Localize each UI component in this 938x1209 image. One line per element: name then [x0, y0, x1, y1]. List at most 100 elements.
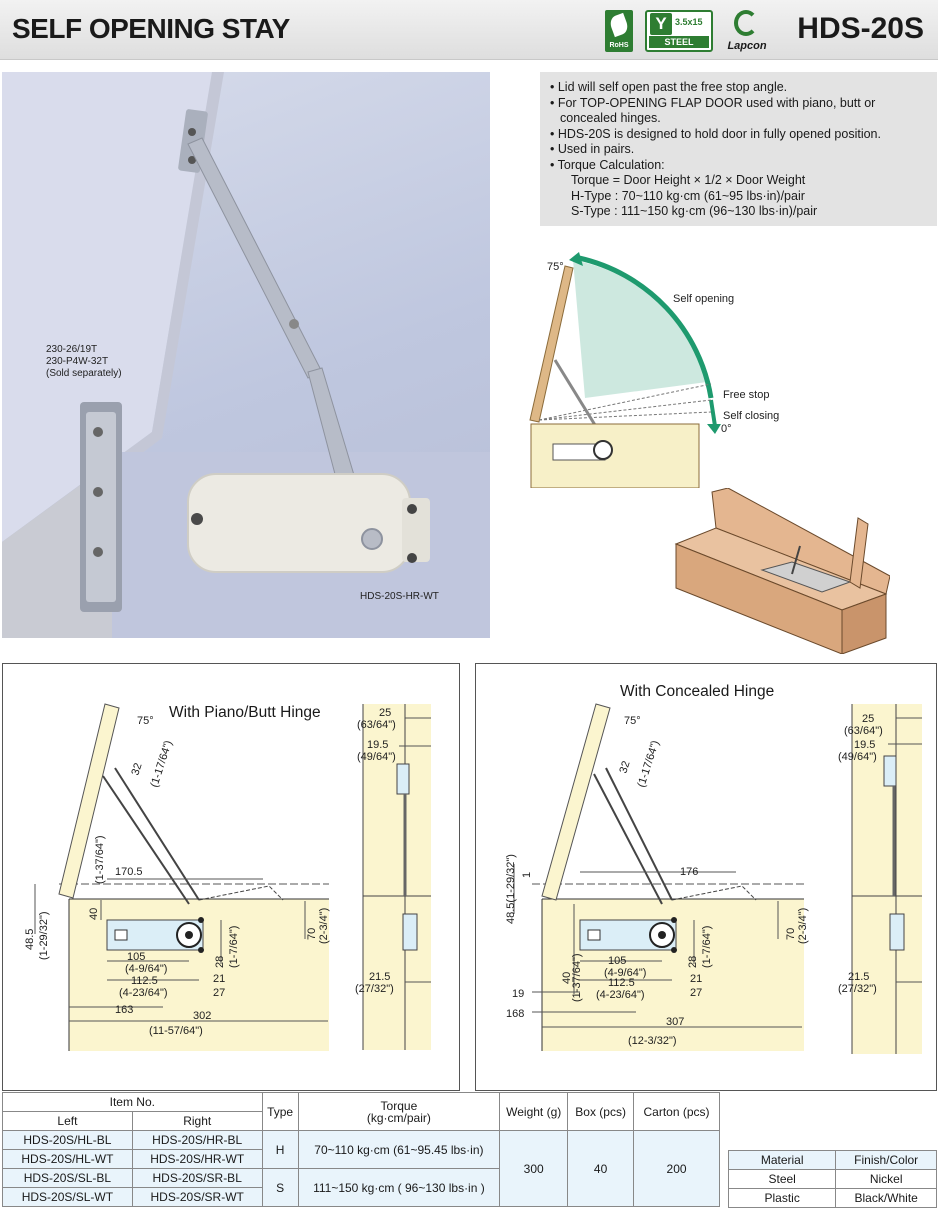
self-closing-label: Self closing	[723, 410, 779, 422]
table-row: HDS-20S/SL-BL HDS-20S/SR-BL S 111~150 kg…	[2, 1168, 720, 1207]
concealed-dim-48: 48.5(1-29/32")	[505, 854, 517, 924]
piano-hinge-drawing: 75° 32 (1-17/64") (1-37/64") 170.5 48.5 …	[24, 703, 431, 1051]
feature-item: concealed hinges.	[560, 111, 661, 125]
product-photo: 230-26/19T 230-P4W-32T (Sold separately)…	[2, 72, 490, 638]
concealed-dim-70: 70	[785, 928, 797, 940]
spec-cell-box: 40	[567, 1130, 635, 1207]
piano-dim-28-in: (1-7/64")	[228, 926, 240, 968]
concealed-dim-70-in: (2-3/4")	[797, 908, 809, 944]
concealed-dim-32: 32	[617, 760, 632, 775]
spec-cell-left: HDS-20S/SL-WT	[2, 1187, 133, 1207]
concealed-dim-105-in: (4-9/64")	[604, 967, 646, 979]
piano-dim-70-in: (2-3/4")	[318, 908, 330, 944]
finish-header: Finish/Color	[835, 1150, 937, 1170]
angle-top-label: 75°	[547, 261, 564, 273]
piano-dim-28: 28	[214, 956, 226, 968]
piano-dim-25: 25	[379, 707, 391, 719]
piano-dim-302: 302	[193, 1010, 211, 1022]
piano-dim-19-in: (49/64")	[357, 751, 396, 763]
concealed-hinge-drawing: 75° 32 (1-17/64") 1 48.5(1-29/32") 176 4…	[505, 703, 922, 1054]
piano-dim-163: 163	[115, 1004, 133, 1016]
concealed-dim-19: 19	[512, 988, 524, 1000]
finish-cell: Black/White	[835, 1188, 937, 1208]
leaf-icon	[608, 12, 630, 38]
piano-dim-170: 170.5	[115, 866, 143, 878]
spec-cell-torque: 70~110 kg·cm (61~95.45 lbs·in)	[297, 1130, 501, 1169]
material-table: Material Finish/Color Steel Nickel Plast…	[727, 1150, 937, 1208]
piano-panel-title: With Piano/Butt Hinge	[165, 702, 325, 724]
spec-header-item-no: Item No.	[2, 1092, 263, 1112]
piano-dim-70: 70	[306, 928, 318, 940]
piano-dim-27: 27	[213, 987, 225, 999]
table-row: HDS-20S/SL-WT HDS-20S/SR-WT	[2, 1187, 720, 1207]
piano-dim-40: 40	[88, 908, 100, 920]
concealed-dim-27: 27	[690, 987, 702, 999]
motion-diagram: 75° Self opening Free stop Self closing …	[529, 252, 779, 488]
spec-header-type: Type	[261, 1092, 299, 1131]
spec-header-weight: Weight (g)	[499, 1092, 569, 1131]
concealed-dim-28: 28	[687, 956, 699, 968]
piano-dim-21: 21	[213, 973, 225, 985]
spec-cell-type: H	[261, 1130, 299, 1169]
steel-logo-text: STEEL	[649, 36, 709, 48]
table-row: Plastic Black/White	[727, 1188, 937, 1208]
concealed-dim-112: 112.5	[608, 977, 635, 989]
table-row: HDS-20S/HL-WT HDS-20S/HR-WT	[2, 1149, 720, 1169]
material-cell: Plastic	[727, 1188, 837, 1208]
model-number: HDS-20S	[797, 12, 924, 45]
concealed-dim-168: 168	[506, 1008, 524, 1020]
feature-item: H-Type : 70~110 kg·cm (61~95 lbs·in)/pai…	[571, 188, 805, 203]
piano-dim-32-in: (1-17/64")	[148, 739, 174, 789]
piano-dim-302-in: (11-57/64")	[149, 1025, 203, 1037]
concealed-dim-32-in: (1-17/64")	[635, 739, 661, 789]
spec-cell-carton: 200	[633, 1130, 720, 1207]
piano-dim-32: 32	[129, 762, 144, 777]
piano-hinge-panel: 75° 32 (1-17/64") (1-37/64") 170.5 48.5 …	[2, 663, 460, 1091]
rohs-logo-text: RoHS	[609, 42, 629, 49]
concealed-dim-28-in: (1-7/64")	[701, 926, 713, 968]
concealed-dim-25: 25	[862, 713, 874, 725]
product-label: HDS-20S-HR-WT	[360, 591, 439, 602]
angle-bottom-label: 0°	[721, 423, 732, 435]
spec-cell-right: HDS-20S/HR-WT	[131, 1149, 263, 1169]
piano-dim-19: 19.5	[367, 739, 388, 751]
hinge-label: 230-26/19T 230-P4W-32T (Sold separately)	[46, 344, 122, 380]
piano-dim-25-in: (63/64")	[357, 719, 396, 731]
spec-cell-left: HDS-20S/HL-BL	[2, 1130, 133, 1150]
spec-table: Item No. Type Torque(kg·cm/pair) Weight …	[2, 1092, 720, 1207]
feature-item: • Used in pairs.	[550, 142, 635, 156]
spec-cell-weight: 300	[499, 1130, 569, 1207]
page-title: SELF OPENING STAY	[12, 13, 290, 44]
piano-dim-1-37: (1-37/64")	[94, 835, 106, 884]
concealed-dim-307-in: (12-3/32")	[628, 1035, 677, 1047]
lapcon-logo: Lapcon	[722, 10, 772, 52]
spec-header-box: Box (pcs)	[567, 1092, 635, 1131]
feature-item: • HDS-20S is designed to hold door in fu…	[550, 126, 881, 141]
steel-logo: Y 3.5x15 STEEL	[645, 10, 713, 52]
spec-cell-left: HDS-20S/HL-WT	[2, 1149, 133, 1169]
spec-header-left: Left	[2, 1111, 133, 1131]
spec-cell-type: S	[261, 1168, 299, 1207]
material-cell: Steel	[727, 1169, 837, 1189]
hinge-label-line: 230-P4W-32T	[46, 356, 109, 367]
concealed-dim-angle: 75°	[624, 715, 641, 727]
product-photo-illustration	[2, 72, 490, 638]
spec-header-torque-unit: (kg·cm/pair)	[366, 1110, 431, 1125]
concealed-dim-105: 105	[608, 955, 626, 967]
concealed-dim-21s: 21.5	[848, 971, 869, 983]
lapcon-mark-icon	[734, 10, 758, 36]
hinge-label-line: 230-26/19T	[46, 344, 98, 355]
piano-dim-48-in: (1-29/32")	[38, 911, 50, 960]
concealed-dim-21s-in: (27/32")	[838, 983, 877, 995]
feature-item: Torque = Door Height × 1/2 × Door Weight	[571, 173, 806, 187]
feature-list: • Lid will self open past the free stop …	[540, 72, 937, 226]
piano-dim-21s: 21.5	[369, 971, 390, 983]
self-opening-label: Self opening	[673, 293, 734, 305]
bench-illustration	[674, 488, 890, 654]
concealed-dim-40-in: (1-37/64")	[571, 953, 583, 1002]
finish-cell: Nickel	[835, 1169, 937, 1189]
spec-cell-right: HDS-20S/SR-BL	[131, 1168, 263, 1188]
free-stop-label: Free stop	[723, 389, 769, 401]
piano-dim-112-in: (4-23/64")	[119, 987, 168, 999]
table-row: HDS-20S/HL-BL HDS-20S/HR-BL H 70~110 kg·…	[2, 1130, 720, 1207]
